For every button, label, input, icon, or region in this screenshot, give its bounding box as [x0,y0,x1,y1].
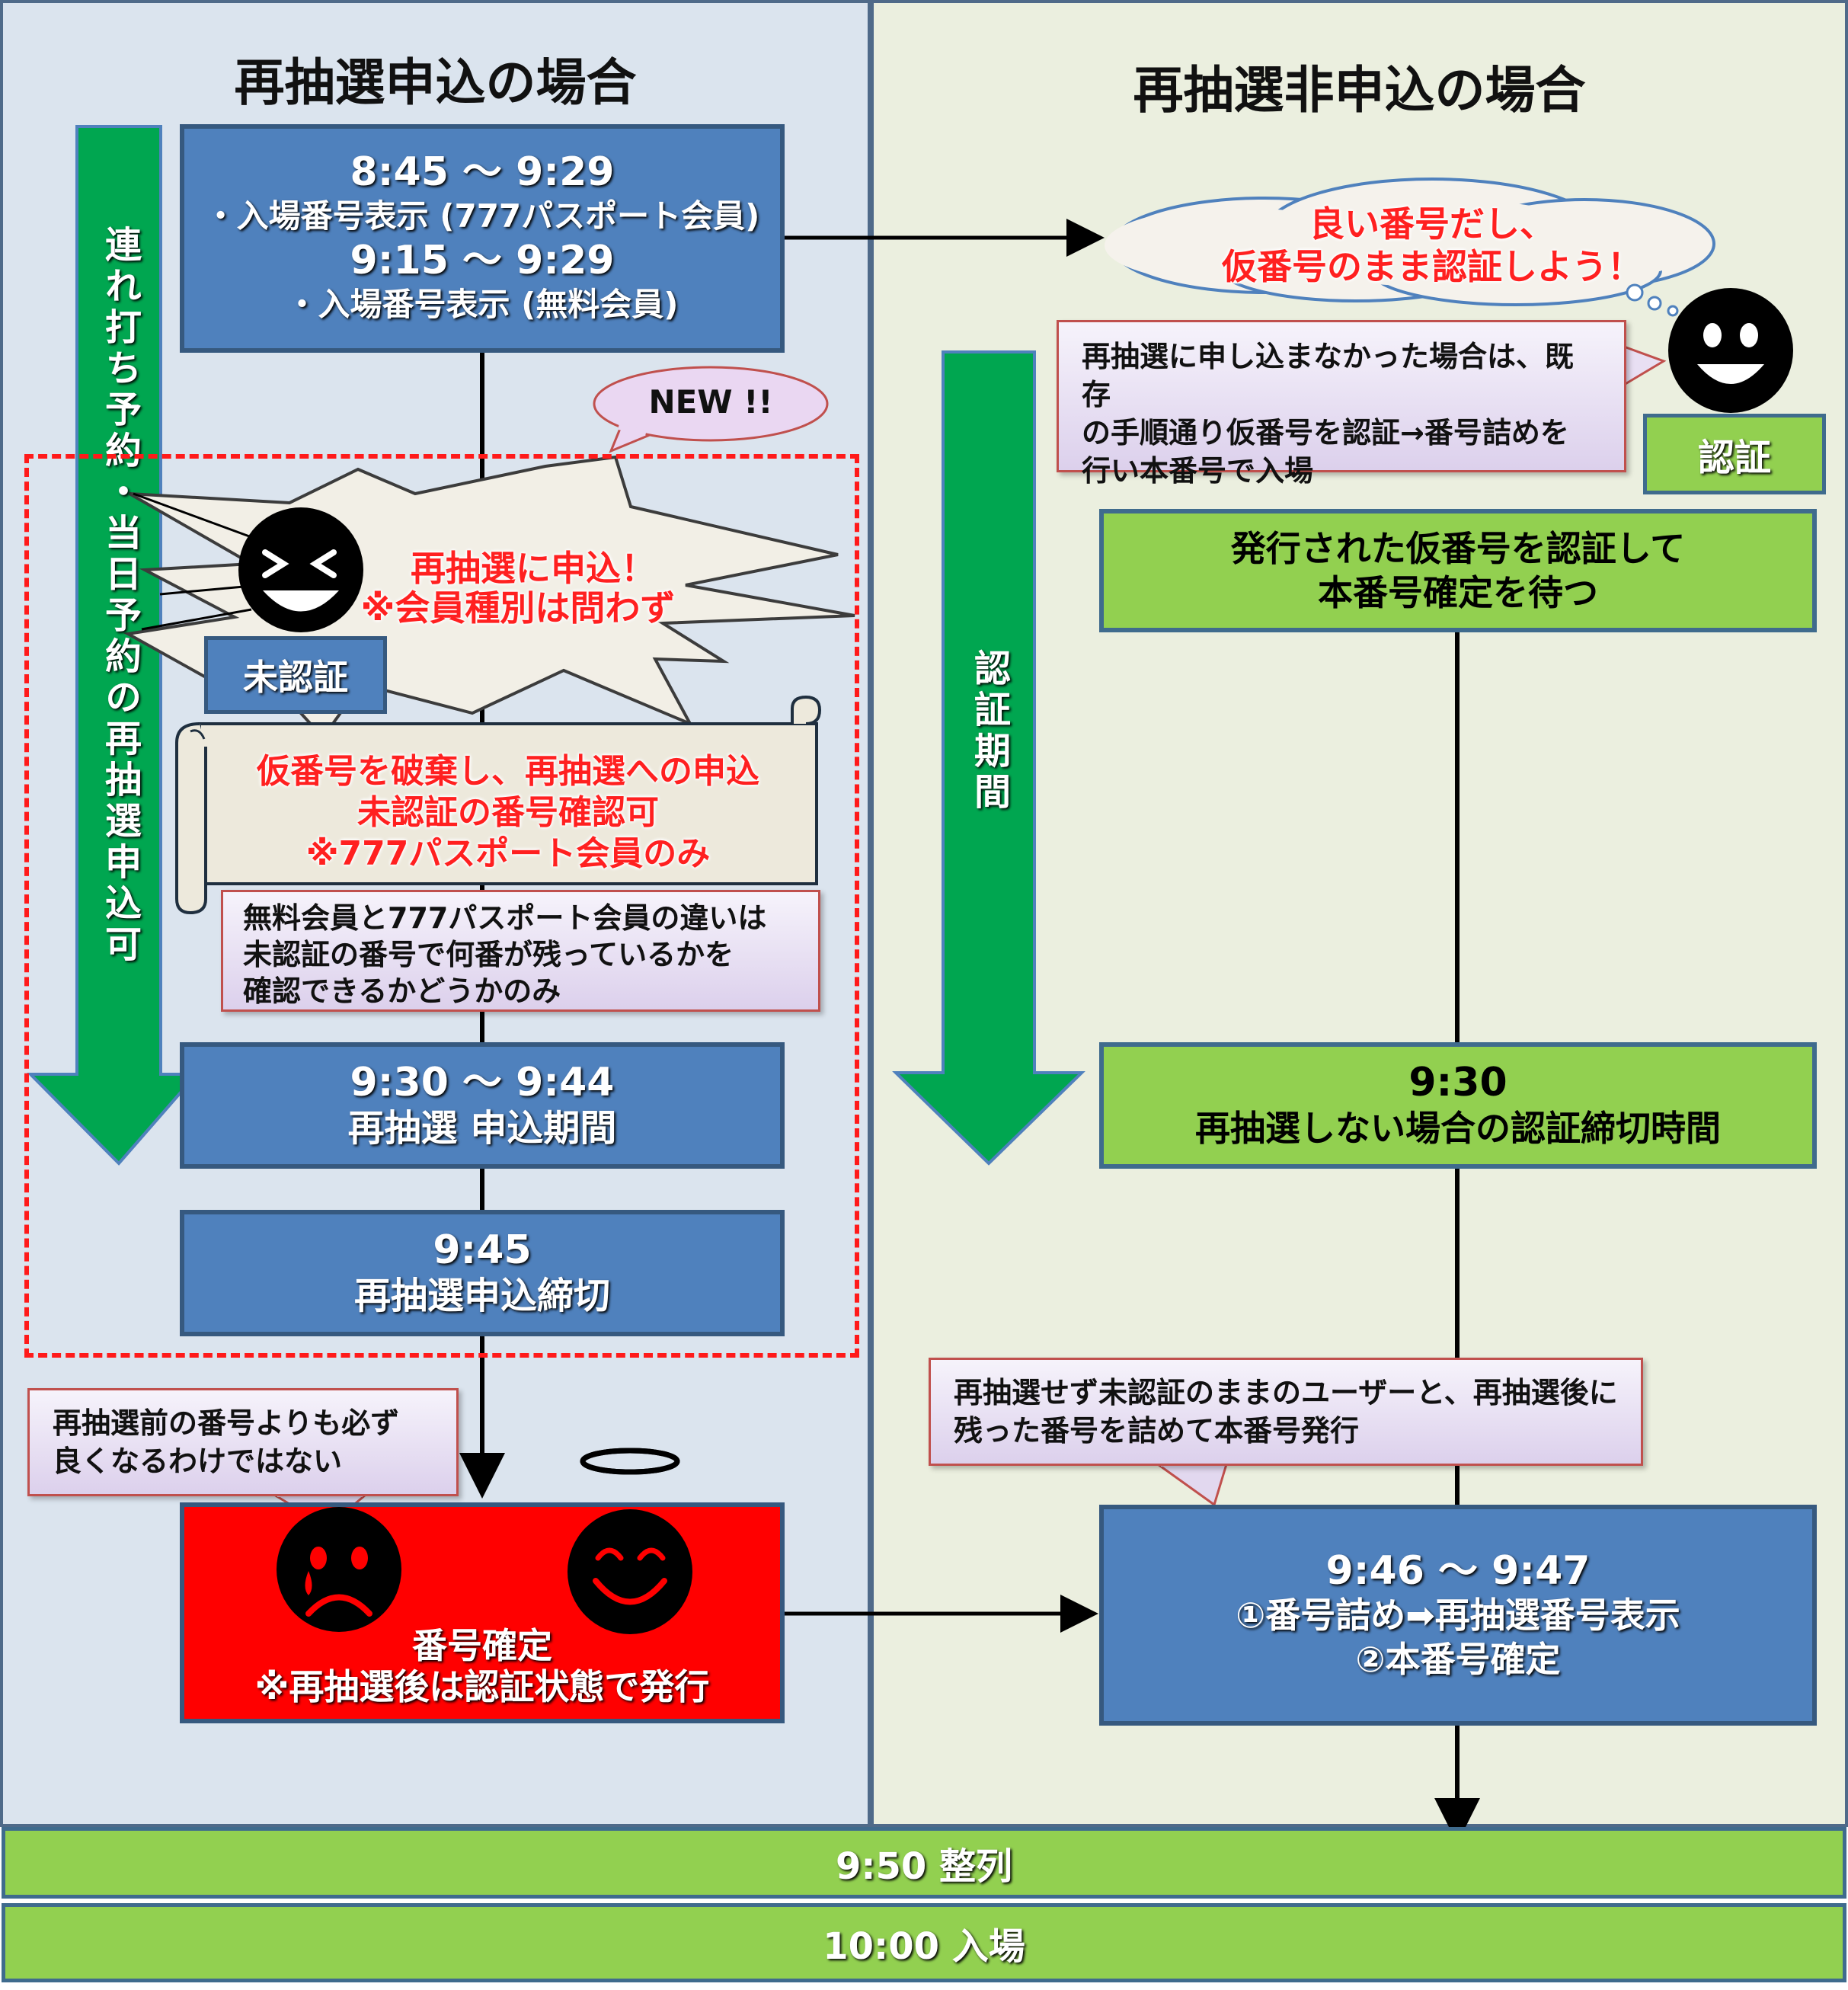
right-column-title: 再抽選非申込の場合 [1133,61,1586,120]
scroll-text-3: ※777パスポート会員のみ [305,834,711,873]
scroll-shape [175,695,822,915]
note-line: 残った番号を詰めて本番号発行 [954,1414,1360,1448]
scroll-text-2: 未認証の番号確認可 [357,793,659,832]
right-green-arrow [892,350,1085,1166]
membership-difference-note: 無料会員と777パスポート会員の違いは 未認証の番号で何番が残っているかを 確認… [221,890,820,1012]
apply-deadline-box: 9:45 再抽選申込締切 [180,1210,785,1336]
final-line-2: ②本番号確定 [1355,1639,1561,1680]
burst-text-2: ※会員種別は問わず [360,587,676,629]
new-badge: NEW !! [648,383,773,421]
scroll-text-1: 仮番号を破棄し、再抽選への申込 [257,752,759,791]
cloud-text-1: 良い番号だし、 [1309,203,1555,245]
auth-cutoff-box: 9:30 再抽選しない場合の認証締切時間 [1099,1042,1817,1169]
display-detail-1: ・入場番号表示 (777パスポート会員) [204,197,760,235]
note-line: 無料会員と777パスポート会員の違いは [243,901,767,935]
note-line: 再抽選前の番号よりも必ず [53,1406,400,1440]
display-detail-2: ・入場番号表示 (無料会員) [286,286,679,323]
confirmed-label: 番号確定 [412,1625,552,1666]
left-column-title: 再抽選申込の場合 [234,53,637,112]
final-issue-box: 9:46 〜 9:47 ①番号詰め➡再抽選番号表示 ②本番号確定 [1099,1505,1817,1726]
laughing-face-icon [238,507,363,632]
note-line: 良くなるわけではない [53,1445,343,1478]
note-line: の手順通り仮番号を認証→番号詰めを [1082,416,1569,450]
note-line: 確認できるかどうかのみ [243,974,561,1008]
reapply-dashed-region [24,454,859,1358]
apply-period-box: 9:30 〜 9:44 再抽選 申込期間 [180,1042,785,1169]
note-line: 再抽選に申し込まなかった場合は、既存 [1082,340,1575,411]
left-green-arrow [27,125,200,1166]
right-arrow-label: 認証期間 [967,649,1010,814]
apply-deadline-label: 再抽選申込締切 [353,1275,610,1317]
note-pointer [1623,344,1667,387]
wait-line-2: 本番号確定を待つ [1318,572,1598,613]
line-up-bar: 9:50 整列 [2,1827,1846,1899]
display-time-1: 8:45 〜 9:29 [350,149,615,195]
thought-dot [1667,305,1679,317]
entry-bar: 10:00 入場 [2,1903,1846,1982]
burst-text-1: 再抽選に申込！ [411,548,656,589]
cutoff-label: 再抽選しない場合の認証締切時間 [1195,1108,1721,1149]
cutoff-time: 9:30 [1408,1060,1507,1105]
number-confirmed-box: 番号確定 ※再抽選後は認証状態で発行 [180,1502,785,1723]
final-line-1: ①番号詰め➡再抽選番号表示 [1236,1595,1680,1636]
note-pointer [1154,1463,1229,1507]
apply-deadline-time: 9:45 [433,1227,532,1273]
new-speech-bubble [593,366,829,453]
final-time: 9:46 〜 9:47 [1325,1548,1591,1594]
apply-period-label: 再抽選 申込期間 [347,1107,617,1150]
confirmed-note: ※再抽選後は認証状態で発行 [254,1666,710,1707]
number-display-box: 8:45 〜 9:29 ・入場番号表示 (777パスポート会員) 9:15 〜 … [180,124,785,353]
not-guaranteed-note: 再抽選前の番号よりも必ず 良くなるわけではない [27,1388,459,1496]
wait-line-1: 発行された仮番号を認証して [1230,528,1686,569]
thought-dot [1626,283,1644,302]
display-time-2: 9:15 〜 9:29 [350,238,615,283]
burst-spike-line [141,608,252,631]
note-line: 行い本番号で入場 [1082,454,1314,488]
burst-spike-line [159,585,245,596]
wait-confirmation-box: 発行された仮番号を認証して 本番号確定を待つ [1099,509,1817,632]
cloud-text-2: 仮番号のまま認証しよう！ [1222,246,1642,287]
thought-dot [1647,296,1662,311]
verify-tag: 認証 [1643,414,1826,494]
no-apply-note: 再抽選に申し込まなかった場合は、既存 の手順通り仮番号を認証→番号詰めを 行い本… [1057,320,1626,488]
apply-period-time: 9:30 〜 9:44 [350,1060,615,1105]
note-line: 未認証の番号で何番が残っているかを [243,938,734,971]
left-arrow-label: 連れ打ち予約・当日予約の再抽選申込可 [98,226,141,966]
burst-spike-line [133,492,252,539]
note-line: 再抽選せず未認証のままのユーザーと、再抽選後に [954,1376,1618,1409]
unverified-tag: 未認証 [204,636,387,714]
smiling-face-icon [1668,288,1793,413]
final-issue-note: 再抽選せず未認証のままのユーザーと、再抽選後に 残った番号を詰めて本番号発行 [929,1358,1643,1466]
